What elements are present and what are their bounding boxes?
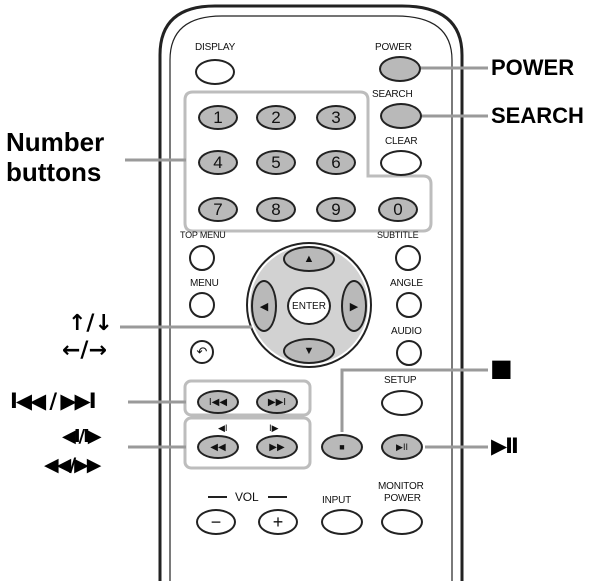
- vol-label: VOL: [235, 490, 259, 504]
- dpad-right-button[interactable]: ▶: [341, 280, 367, 332]
- callout-step: ◀I/I▶: [62, 426, 102, 447]
- power-button[interactable]: [379, 56, 421, 82]
- callout-cursor-line1: ↑/↓: [68, 311, 113, 336]
- stop-button[interactable]: ■: [321, 434, 363, 460]
- remote-body: [158, 4, 464, 581]
- arrow-right-icon: ▶: [349, 300, 359, 313]
- skip-forward-button[interactable]: ▶▶I: [256, 390, 298, 414]
- skip-back-button[interactable]: I◀◀: [197, 390, 239, 414]
- setup-button[interactable]: [381, 390, 423, 416]
- leader-stop: [340, 368, 488, 432]
- play-pause-button[interactable]: ▶II: [381, 434, 423, 460]
- number-key-0[interactable]: 0: [378, 197, 418, 222]
- input-label: INPUT: [322, 495, 352, 506]
- callout-power: POWER: [491, 55, 575, 80]
- menu-label: MENU: [190, 278, 219, 289]
- monitor-power-label-line2: POWER: [384, 493, 421, 504]
- angle-label: ANGLE: [390, 278, 423, 289]
- number-key-5[interactable]: 5: [256, 150, 296, 175]
- skip-back-icon: I◀◀: [208, 396, 228, 408]
- setup-label: SETUP: [384, 375, 417, 386]
- play-pause-icon: ▶II: [396, 441, 408, 452]
- stop-icon: ■: [339, 442, 345, 452]
- number-key-4[interactable]: 4: [198, 150, 238, 175]
- clear-label: CLEAR: [385, 136, 418, 147]
- arrow-down-icon: ▼: [303, 345, 315, 357]
- scan-forward-icon: ▶▶: [269, 441, 285, 453]
- vol-minus-button[interactable]: −: [196, 509, 236, 535]
- search-button[interactable]: [380, 103, 422, 129]
- number-key-7[interactable]: 7: [198, 197, 238, 222]
- power-label: POWER: [375, 42, 412, 53]
- callout-cursor-line2: ←/→: [62, 338, 107, 363]
- number-key-2[interactable]: 2: [256, 105, 296, 130]
- subtitle-label: SUBTITLE: [377, 230, 419, 240]
- top-menu-button[interactable]: [189, 245, 215, 271]
- audio-button[interactable]: [396, 340, 422, 366]
- input-button[interactable]: [321, 509, 363, 535]
- scan-group-outline: [183, 416, 312, 470]
- vol-plus-button[interactable]: +: [258, 509, 298, 535]
- monitor-power-label-line1: MONITOR: [378, 481, 424, 492]
- callout-number-line2: buttons: [6, 157, 102, 187]
- menu-button[interactable]: [189, 292, 215, 318]
- dpad-left-button[interactable]: ◀: [251, 280, 277, 332]
- step-back-marker: ◀I: [218, 424, 228, 434]
- arrow-left-icon: ◀: [259, 300, 269, 313]
- number-key-8[interactable]: 8: [256, 197, 296, 222]
- display-label: DISPLAY: [195, 42, 236, 53]
- subtitle-button[interactable]: [395, 245, 421, 271]
- skip-forward-icon: ▶▶I: [267, 396, 287, 408]
- enter-button[interactable]: ENTER: [287, 287, 331, 325]
- enter-label: ENTER: [292, 300, 326, 312]
- callout-stop: ■: [490, 354, 513, 382]
- top-menu-label: TOP MENU: [180, 230, 226, 240]
- number-key-9[interactable]: 9: [316, 197, 356, 222]
- callout-play-pause: ▶II: [491, 434, 519, 458]
- number-key-1[interactable]: 1: [198, 105, 238, 130]
- angle-button[interactable]: [396, 292, 422, 318]
- return-icon: ↶: [196, 344, 208, 359]
- callout-number-line1: Number: [6, 127, 105, 157]
- search-label: SEARCH: [372, 89, 413, 100]
- number-key-6[interactable]: 6: [316, 150, 356, 175]
- skip-group-outline: [183, 379, 312, 417]
- clear-button[interactable]: [380, 150, 422, 176]
- callout-search: SEARCH: [491, 103, 584, 128]
- dpad-down-button[interactable]: ▼: [283, 338, 335, 364]
- dpad-up-button[interactable]: ▲: [283, 246, 335, 272]
- audio-label: AUDIO: [391, 326, 422, 337]
- number-group-outline: [183, 90, 433, 233]
- return-button[interactable]: ↶: [190, 340, 214, 364]
- step-fwd-marker: I▶: [269, 424, 279, 434]
- callout-skip: I◀◀ / ▶▶I: [10, 389, 97, 413]
- monitor-power-button[interactable]: [381, 509, 423, 535]
- callout-scan: ◀◀/▶▶: [44, 454, 101, 476]
- number-key-3[interactable]: 3: [316, 105, 356, 130]
- scan-back-button[interactable]: ◀◀: [197, 435, 239, 459]
- remote-inner-edge: [169, 15, 453, 581]
- display-button[interactable]: [195, 59, 235, 85]
- arrow-up-icon: ▲: [303, 253, 315, 265]
- scan-forward-button[interactable]: ▶▶: [256, 435, 298, 459]
- scan-back-icon: ◀◀: [210, 441, 226, 453]
